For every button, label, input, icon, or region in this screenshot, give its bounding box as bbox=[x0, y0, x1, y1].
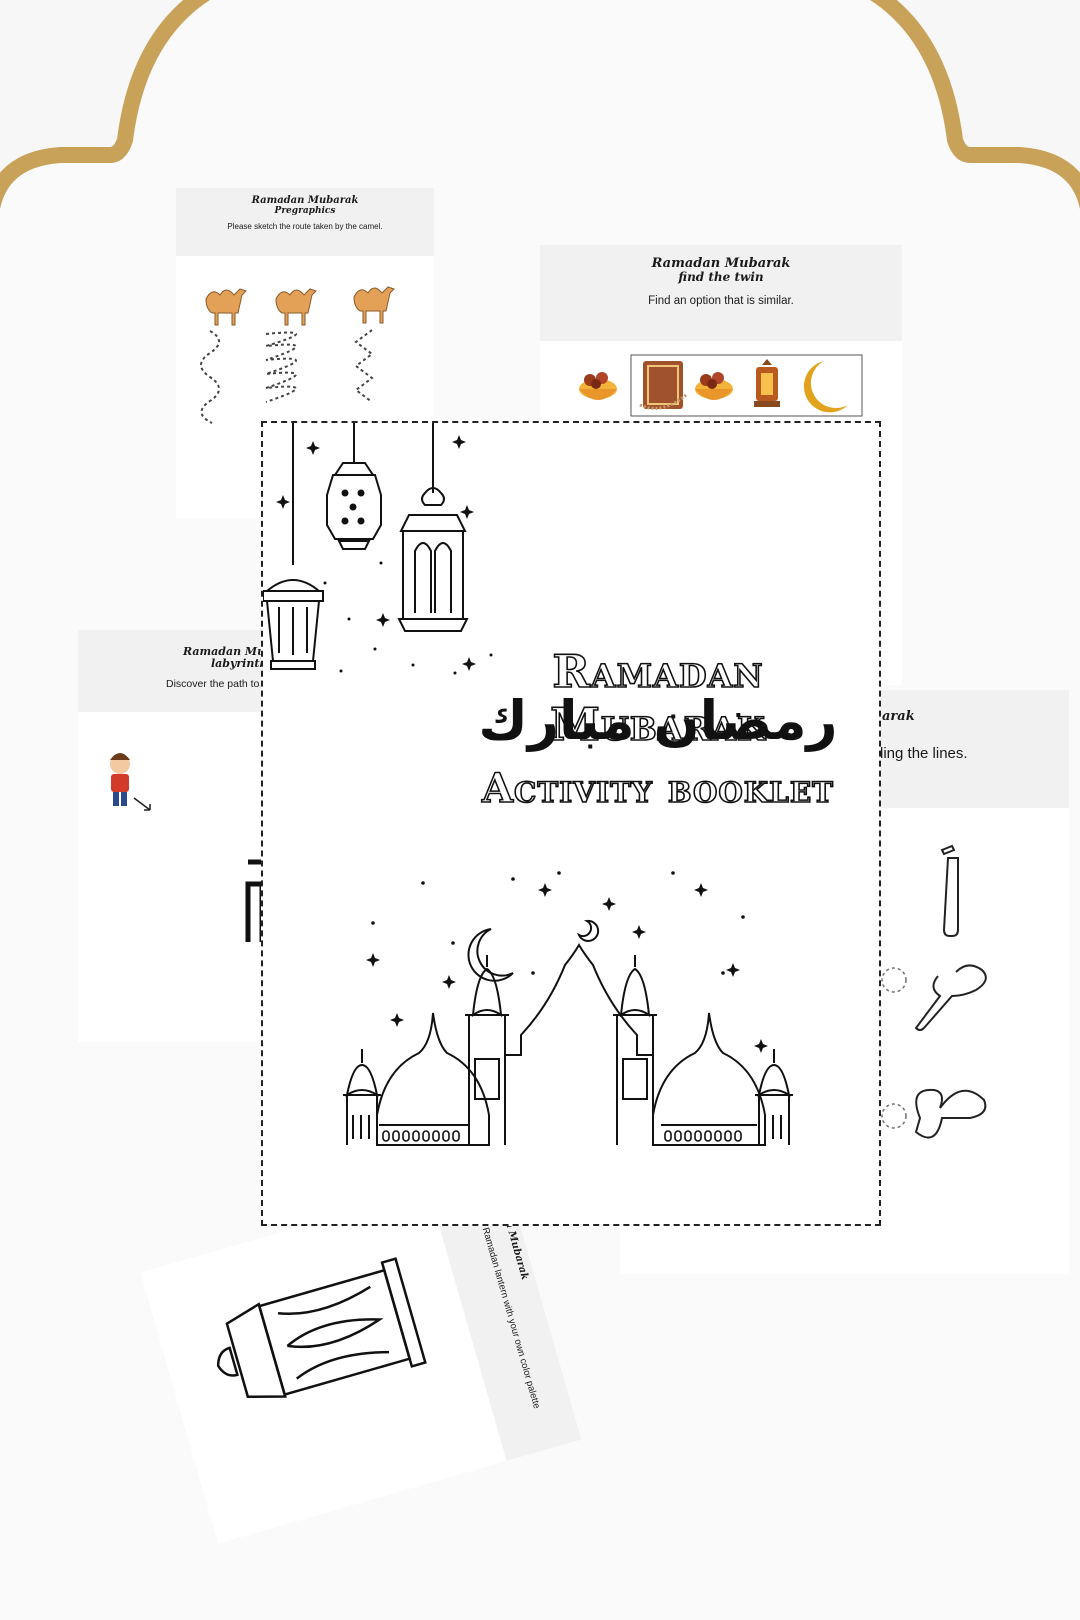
lantern-outline bbox=[263, 579, 324, 670]
crescent-moon-outline bbox=[467, 928, 514, 982]
mim-outline bbox=[914, 964, 987, 1031]
pregraphics-title: Ramadan Mubarak bbox=[251, 195, 359, 206]
cover-title-ar: رمضان مبارك bbox=[478, 689, 838, 752]
start-arrow bbox=[133, 797, 151, 811]
tracing-instruction: ding the lines. bbox=[875, 744, 968, 762]
camel-icon bbox=[205, 288, 247, 326]
labyrinth-instruction: Discover the path to bbox=[166, 678, 260, 691]
labyrinth-title: Ramadan Mub bbox=[183, 645, 273, 658]
coloring-lantern-outline bbox=[216, 1257, 427, 1399]
crescent-moon-icon bbox=[803, 361, 848, 413]
find-twin-header: Ramadan Mubarak find the twin Find an op… bbox=[540, 245, 902, 341]
pregraphics-header: Ramadan Mubarak Pregraphics Please sketc… bbox=[176, 188, 434, 256]
dotted-route-loops bbox=[265, 331, 297, 403]
twin-options bbox=[579, 354, 863, 417]
lantern-outline bbox=[326, 462, 382, 550]
options-box bbox=[630, 354, 863, 417]
cover-subtitle: Activity booklet bbox=[481, 764, 834, 813]
lantern-icon bbox=[754, 359, 780, 407]
dates-bowl-icon bbox=[579, 372, 617, 400]
pregraphics-instruction: Please sketch the route taken by the cam… bbox=[227, 221, 383, 231]
pregraphics-subtitle: Pregraphics bbox=[274, 205, 336, 216]
camel-routes bbox=[200, 286, 395, 424]
camel-icon bbox=[275, 288, 317, 326]
mosque-skyline bbox=[343, 871, 793, 1146]
dotted-route-zigzag bbox=[354, 329, 374, 403]
find-twin-instruction: Find an option that is similar. bbox=[648, 295, 794, 308]
arabic-letter-outlines bbox=[881, 844, 987, 1139]
lantern-outline bbox=[397, 487, 469, 632]
child-figure-icon bbox=[110, 753, 130, 806]
cover-page: Ramadan Mubarak رمضان مبارك Activity boo… bbox=[261, 421, 881, 1226]
labyrinth-subtitle: labyrinth bbox=[211, 656, 268, 670]
cover-title-en: Ramadan Mubarak bbox=[549, 644, 766, 752]
camel-icon bbox=[353, 286, 395, 324]
sad-outline bbox=[914, 1088, 987, 1139]
tracing-title: arak bbox=[882, 709, 915, 724]
dotted-route-wave bbox=[200, 330, 220, 424]
hanging-lanterns bbox=[263, 423, 493, 675]
dotted-letter-guide bbox=[881, 967, 907, 993]
find-twin-title: Ramadan Mubarak bbox=[651, 256, 791, 271]
quran-book-icon bbox=[639, 361, 687, 410]
dates-bowl-icon bbox=[695, 372, 733, 400]
coloring-page: Ramadan Mubarak Coloring Draw your Ramad… bbox=[140, 1168, 582, 1544]
dotted-letter-guide bbox=[881, 1103, 907, 1129]
find-twin-subtitle: find the twin bbox=[678, 269, 764, 284]
alif-hamza-outline bbox=[940, 844, 959, 937]
